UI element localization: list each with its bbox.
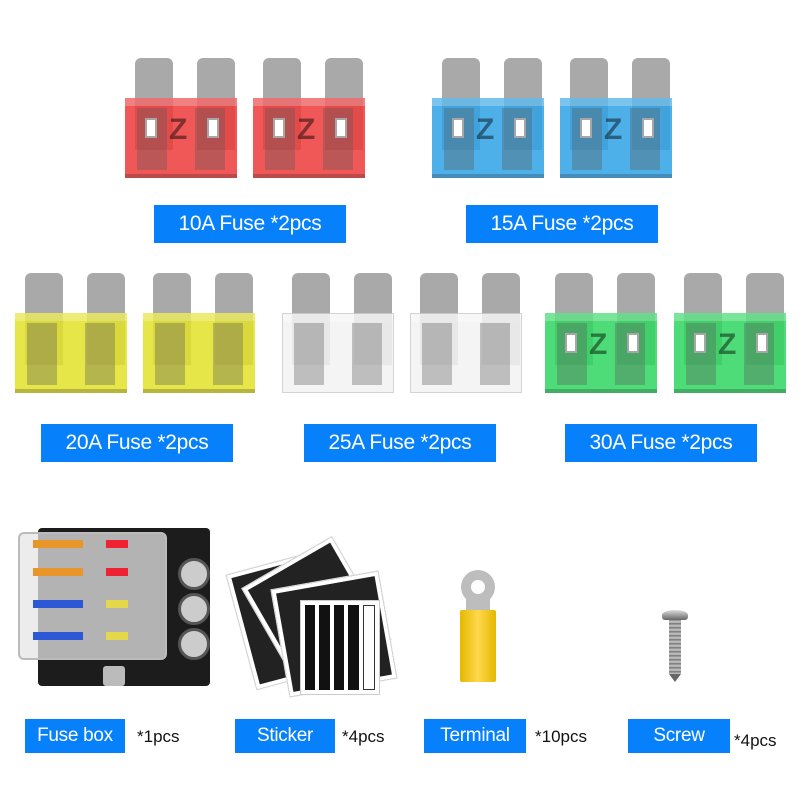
fuse-20a-1 [15,273,127,393]
fuse-label-30a: 30A Fuse *2pcs [565,424,757,462]
terminal-image [458,570,498,685]
accessory-qty-screw: *4pcs [734,731,777,750]
fuse-25a-2 [410,273,522,393]
fuse-label-25a: 25A Fuse *2pcs [304,424,496,462]
fuse-box-image [18,528,210,686]
accessory-label-fuse-box: Fuse box [25,719,125,753]
accessory-label-sticker: Sticker [235,719,335,753]
fuse-15a-1: Z [432,58,544,178]
fuse-30a-2: Z [674,273,786,393]
fuse-label-10a: 10A Fuse *2pcs [154,205,346,243]
fuse-label-15a: 15A Fuse *2pcs [466,205,658,243]
fuse-10a-1: Z [125,58,237,178]
accessory-qty-fuse-box: *1pcs [137,727,180,746]
fuse-15a-2: Z [560,58,672,178]
accessory-qty-sticker: *4pcs [342,727,385,746]
fuse-label-20a: 20A Fuse *2pcs [41,424,233,462]
fuse-30a-1: Z [545,273,657,393]
screw-image [662,610,688,682]
accessory-label-terminal: Terminal [424,719,526,753]
fuse-20a-2 [143,273,255,393]
fuse-25a-1 [282,273,394,393]
accessory-label-screw: Screw [628,719,730,753]
sticker-image [226,537,397,697]
accessory-qty-terminal: *10pcs [535,727,587,746]
fuse-10a-2: Z [253,58,365,178]
